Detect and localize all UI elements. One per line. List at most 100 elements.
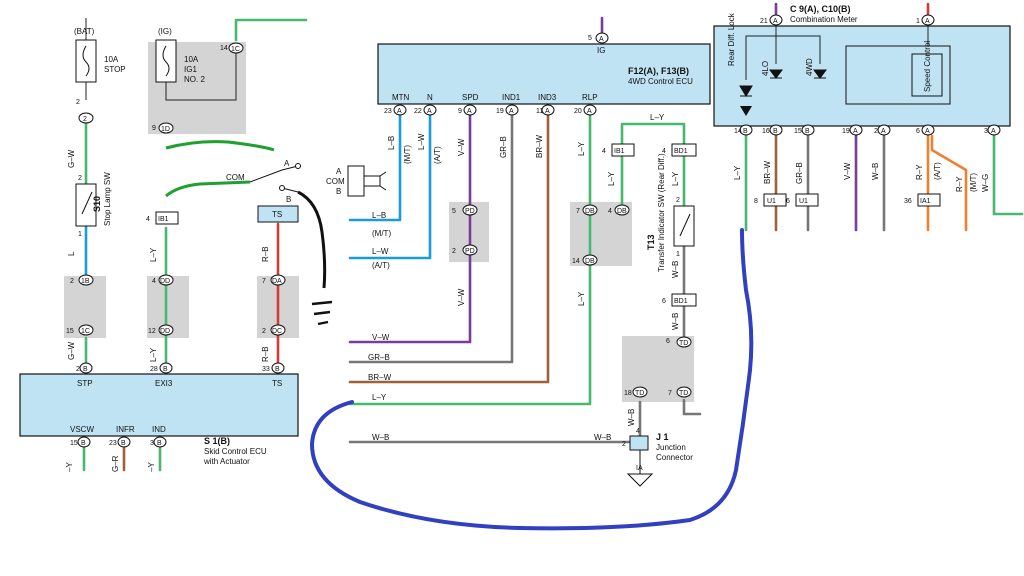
svg-text:IG: IG xyxy=(597,46,605,55)
fuse-ig-name2: NO. 2 xyxy=(184,75,205,84)
svg-text:MTN: MTN xyxy=(392,93,410,102)
ts-box xyxy=(257,205,299,223)
svg-text:33: 33 xyxy=(262,366,270,373)
svg-text:5: 5 xyxy=(588,35,592,42)
svg-text:2: 2 xyxy=(622,441,626,448)
lamp-4lo-led xyxy=(769,69,783,79)
svg-text:W–B: W–B xyxy=(627,409,636,426)
pin-circles xyxy=(77,14,1001,448)
svg-text:B: B xyxy=(743,128,748,135)
meter-ref: C 9(A), C10(B) xyxy=(790,4,851,14)
svg-text:(M/T): (M/T) xyxy=(372,229,391,238)
svg-text:1B: 1B xyxy=(81,278,90,285)
junction-connector xyxy=(629,435,649,451)
svg-text:6: 6 xyxy=(916,128,920,135)
svg-text:IB1: IB1 xyxy=(158,216,169,223)
svg-text:4LO: 4LO xyxy=(761,61,770,76)
svg-text:L–B: L–B xyxy=(387,136,396,150)
svg-text:2: 2 xyxy=(676,197,680,204)
svg-text:L–Y: L–Y xyxy=(149,247,158,262)
transfer-switch-name: Transfer Indicator SW (Rear Diff.) xyxy=(657,153,666,272)
svg-text:2: 2 xyxy=(262,328,266,335)
meter-lamp-lines xyxy=(745,24,821,80)
svg-text:2: 2 xyxy=(452,248,456,255)
svg-text:(A/T): (A/T) xyxy=(372,261,390,270)
svg-text:4WD: 4WD xyxy=(805,58,814,76)
wire-ry-mt xyxy=(930,134,968,232)
svg-text:15: 15 xyxy=(70,440,78,447)
svg-text:12: 12 xyxy=(148,328,156,335)
svg-text:6: 6 xyxy=(786,198,790,205)
svg-text:U1: U1 xyxy=(799,198,808,205)
fuse-ig-amp: 10A xyxy=(184,55,199,64)
svg-text:3: 3 xyxy=(984,128,988,135)
svg-text:L–Y: L–Y xyxy=(607,171,616,186)
ground-symbol xyxy=(626,450,654,487)
sketch-green-com xyxy=(165,180,251,198)
wire-ig-green xyxy=(234,18,308,42)
wire-ly-loop xyxy=(620,122,686,210)
svg-text:GR–B: GR–B xyxy=(368,353,390,362)
svg-text:L–Y: L–Y xyxy=(671,171,680,186)
svg-text:1: 1 xyxy=(916,18,920,25)
svg-text:A: A xyxy=(397,108,402,115)
svg-text:14: 14 xyxy=(572,258,580,265)
svg-text:L–Y: L–Y xyxy=(650,113,665,122)
svg-text:L: L xyxy=(67,251,76,256)
svg-text:–Y: –Y xyxy=(65,462,74,472)
awd-control-ecu xyxy=(377,43,711,105)
svg-text:L–W: L–W xyxy=(417,133,426,150)
svg-text:Rear Diff. Lock: Rear Diff. Lock xyxy=(727,12,736,66)
svg-text:IA1: IA1 xyxy=(920,198,931,205)
svg-text:B: B xyxy=(275,366,280,373)
skid-control-ecu xyxy=(19,373,299,437)
fuse-stop-name: STOP xyxy=(104,65,126,74)
svg-text:1C: 1C xyxy=(81,328,90,335)
svg-text:DD: DD xyxy=(160,328,170,335)
svg-text:A: A xyxy=(599,36,604,43)
svg-text:DA: DA xyxy=(272,278,282,285)
svg-text:(A/T): (A/T) xyxy=(933,162,942,180)
switch-sketch xyxy=(249,165,299,193)
svg-text:7: 7 xyxy=(668,390,672,397)
fuse-stop-source: (BAT) xyxy=(74,27,95,36)
svg-text:A: A xyxy=(881,128,886,135)
svg-text:A: A xyxy=(545,108,550,115)
svg-text:L–Y: L–Y xyxy=(577,291,586,306)
svg-text:2: 2 xyxy=(874,128,878,135)
svg-text:4: 4 xyxy=(146,216,150,223)
svg-text:V–W: V–W xyxy=(372,333,390,342)
junction-ref: J 1 xyxy=(656,432,669,442)
svg-text:L–B: L–B xyxy=(372,211,386,220)
svg-text:IA: IA xyxy=(636,465,643,472)
svg-text:A: A xyxy=(336,167,342,176)
junction-name1: Junction xyxy=(656,443,686,452)
fuse-stop-amp: 10A xyxy=(104,55,119,64)
fuse-stop xyxy=(75,39,97,83)
svg-text:–Y: –Y xyxy=(147,462,156,472)
svg-text:23: 23 xyxy=(109,440,117,447)
svg-text:IND1: IND1 xyxy=(502,93,521,102)
svg-text:A: A xyxy=(853,128,858,135)
square-connectors xyxy=(155,143,941,307)
svg-text:2: 2 xyxy=(83,116,87,123)
svg-text:BR–W: BR–W xyxy=(535,134,544,158)
svg-text:1D: 1D xyxy=(161,126,170,133)
svg-text:B: B xyxy=(336,187,341,196)
svg-text:L–Y: L–Y xyxy=(733,165,742,180)
svg-text:16: 16 xyxy=(762,128,770,135)
svg-text:(A/T): (A/T) xyxy=(433,146,442,164)
svg-text:2: 2 xyxy=(70,278,74,285)
svg-text:R–B: R–B xyxy=(261,346,270,362)
fuse-ig-name: IG1 xyxy=(184,65,197,74)
svg-text:8: 8 xyxy=(754,198,758,205)
svg-text:2: 2 xyxy=(76,366,80,373)
svg-text:DB: DB xyxy=(585,258,595,265)
svg-text:7: 7 xyxy=(262,278,266,285)
skid-ecu-ref: S 1(B) xyxy=(204,436,230,446)
svg-text:G–W: G–W xyxy=(67,341,76,360)
svg-text:B: B xyxy=(805,128,810,135)
svg-text:14: 14 xyxy=(220,45,228,52)
svg-text:A: A xyxy=(509,108,514,115)
svg-text:3: 3 xyxy=(150,440,154,447)
